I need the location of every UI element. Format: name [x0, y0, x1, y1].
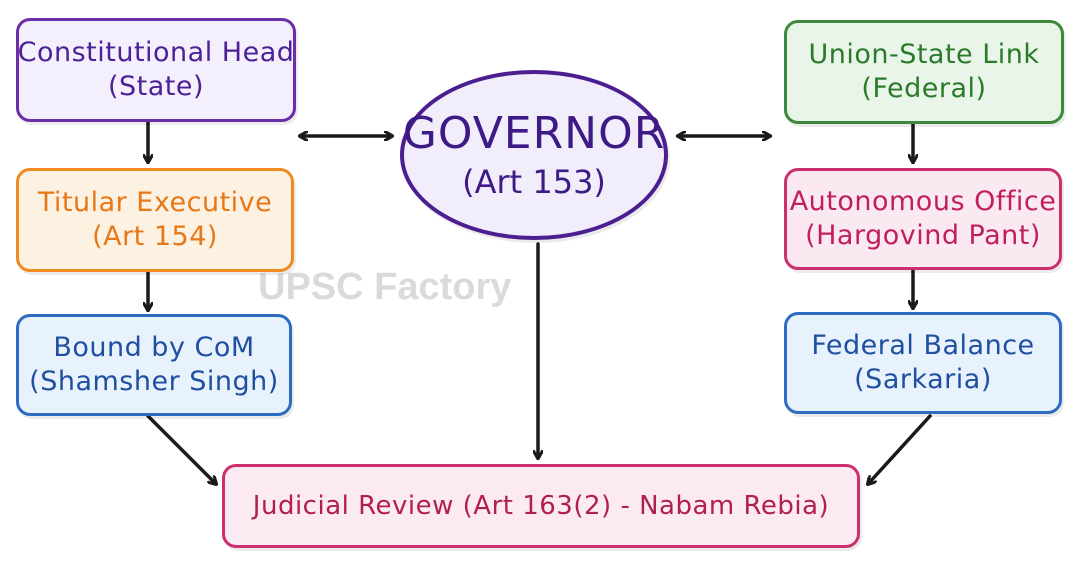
node-label: Autonomous Office [789, 186, 1057, 218]
node-sublabel: (Sarkaria) [854, 364, 992, 395]
node-label: Constitutional Head [17, 37, 295, 69]
node-union-state-link: Union-State Link (Federal) [784, 20, 1064, 124]
node-sublabel: (Shamsher Singh) [29, 366, 279, 397]
node-sublabel: (Federal) [861, 73, 987, 104]
node-governor: GOVERNOR (Art 153) [400, 70, 668, 240]
node-bound-by-com: Bound by CoM (Shamsher Singh) [16, 314, 292, 416]
node-label: Federal Balance [811, 330, 1035, 362]
arrow-right-bottom [868, 414, 932, 484]
governor-title: GOVERNOR [402, 108, 666, 160]
node-sublabel: (State) [107, 71, 205, 102]
node-sublabel: (Hargovind Pant) [805, 220, 1041, 251]
watermark-text: UPSC Factory [258, 266, 512, 308]
node-label: Titular Executive [37, 187, 273, 219]
node-sublabel: (Art 154) [92, 221, 218, 252]
node-constitutional-head: Constitutional Head (State) [16, 18, 296, 122]
node-autonomous-office: Autonomous Office (Hargovind Pant) [784, 168, 1062, 270]
node-label: Judicial Review (Art 163(2) - Nabam Rebi… [252, 490, 830, 521]
node-label: Union-State Link [808, 39, 1040, 71]
arrow-left-bottom [146, 414, 216, 484]
node-label: Bound by CoM [53, 332, 255, 364]
governor-subtitle: (Art 153) [462, 162, 606, 201]
node-titular-executive: Titular Executive (Art 154) [16, 168, 294, 272]
node-judicial-review: Judicial Review (Art 163(2) - Nabam Rebi… [222, 464, 860, 548]
node-federal-balance: Federal Balance (Sarkaria) [784, 312, 1062, 414]
